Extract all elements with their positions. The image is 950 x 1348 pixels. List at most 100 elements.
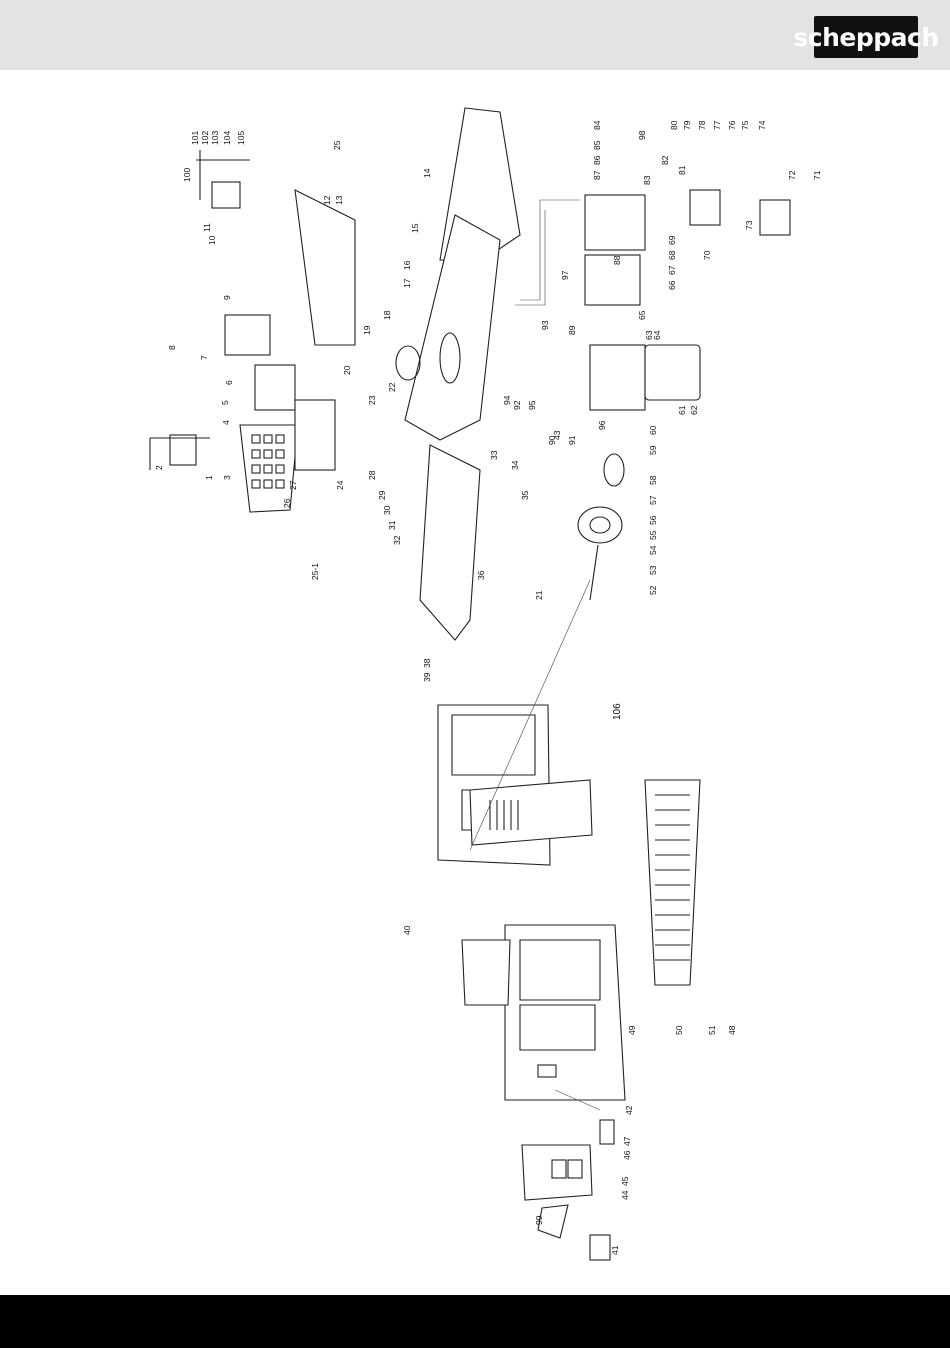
callout-3: 3 [222, 475, 232, 480]
callout-96: 96 [597, 420, 607, 430]
callout-26: 26 [282, 498, 292, 508]
power-plug [589, 1234, 611, 1261]
callout-25-1: 25-1 [310, 563, 320, 580]
gear-box-lower [584, 254, 641, 306]
callout-87: 87 [592, 170, 602, 180]
callout-67: 67 [667, 265, 677, 275]
callout-48: 48 [727, 1025, 737, 1035]
callout-24: 24 [335, 480, 345, 490]
callout-40: 40 [402, 925, 412, 935]
callout-97: 97 [560, 270, 570, 280]
callout-86: 86 [592, 155, 602, 165]
callout-93: 93 [540, 320, 550, 330]
callout-106: 106 [612, 703, 623, 720]
callout-103: 103 [210, 131, 220, 145]
infeed-table [419, 444, 481, 641]
side-panel-front-42 [504, 924, 626, 1101]
callout-8: 8 [167, 345, 177, 350]
callout-66: 66 [667, 280, 677, 290]
callout-83: 83 [642, 175, 652, 185]
blade-guard-bar [294, 189, 356, 346]
height-adjust-bracket [759, 199, 791, 236]
handwheel [577, 506, 623, 544]
callout-12: 12 [322, 195, 332, 205]
callout-65: 65 [637, 310, 647, 320]
callout-53: 53 [648, 565, 658, 575]
callout-69: 69 [667, 235, 677, 245]
callout-34: 34 [510, 460, 520, 470]
motor-body [644, 344, 701, 401]
callout-50: 50 [674, 1025, 684, 1035]
page-footer [0, 1295, 950, 1348]
guard-knob-lower [169, 434, 197, 466]
callout-95: 95 [527, 400, 537, 410]
callout-23: 23 [367, 395, 377, 405]
callout-60: 60 [648, 425, 658, 435]
callout-91: 91 [567, 435, 577, 445]
callout-17: 17 [402, 278, 412, 288]
callout-22: 22 [387, 382, 397, 392]
callout-98: 98 [637, 130, 647, 140]
callout-29: 29 [377, 490, 387, 500]
callout-63: 63 [644, 330, 654, 340]
callout-79: 79 [682, 120, 692, 130]
callout-51: 51 [707, 1025, 717, 1035]
callout-35: 35 [520, 490, 530, 500]
callout-47: 47 [622, 1136, 632, 1146]
callout-64: 64 [652, 330, 662, 340]
callout-41: 41 [610, 1245, 620, 1255]
diagram-parts [149, 107, 791, 1261]
callout-68: 68 [667, 250, 677, 260]
callout-31: 31 [387, 520, 397, 530]
callout-21: 21 [534, 590, 544, 600]
callout-39: 39 [422, 672, 432, 682]
inner-panel [461, 939, 511, 1006]
callout-6: 6 [224, 380, 234, 385]
gear-box-upper [584, 194, 646, 251]
callout-90: 90 [547, 435, 557, 445]
callout-16: 16 [402, 260, 412, 270]
callout-104: 104 [222, 131, 232, 145]
callout-54: 54 [648, 545, 658, 555]
callout-55: 55 [648, 530, 658, 540]
callout-88: 88 [612, 255, 622, 265]
callout-14: 14 [422, 168, 432, 178]
callout-102: 102 [200, 131, 210, 145]
callout-89: 89 [567, 325, 577, 335]
callout-58: 58 [648, 475, 658, 485]
guard-holder [224, 314, 271, 356]
callout-82: 82 [660, 155, 670, 165]
page-header: scheppach [0, 0, 950, 70]
callout-71: 71 [812, 170, 822, 180]
brand-logo: scheppach [793, 16, 939, 58]
callout-85: 85 [592, 140, 602, 150]
guard-knob-top [211, 181, 241, 209]
callout-61: 61 [677, 405, 687, 415]
callout-100: 100 [182, 168, 192, 182]
callout-52: 52 [648, 585, 658, 595]
callout-18: 18 [382, 310, 392, 320]
callout-92: 92 [512, 400, 522, 410]
callout-101: 101 [190, 131, 200, 145]
callout-78: 78 [697, 120, 707, 130]
callout-1: 1 [204, 475, 214, 480]
handwheel-handle [603, 453, 625, 487]
cutterblock-cover [404, 214, 501, 441]
callout-5: 5 [220, 400, 230, 405]
callout-73: 73 [744, 220, 754, 230]
callout-62: 62 [689, 405, 699, 415]
callout-42: 42 [624, 1105, 634, 1115]
guard-bracket [254, 364, 296, 411]
base-grille [644, 779, 701, 986]
callout-45: 45 [620, 1176, 630, 1186]
callout-80: 80 [669, 120, 679, 130]
callout-4: 4 [221, 420, 231, 425]
callout-15: 15 [410, 223, 420, 233]
callout-76: 76 [727, 120, 737, 130]
callout-99: 99 [534, 1215, 544, 1225]
vent-grille-plate [239, 424, 299, 513]
callout-77: 77 [712, 120, 722, 130]
callout-36: 36 [476, 570, 486, 580]
